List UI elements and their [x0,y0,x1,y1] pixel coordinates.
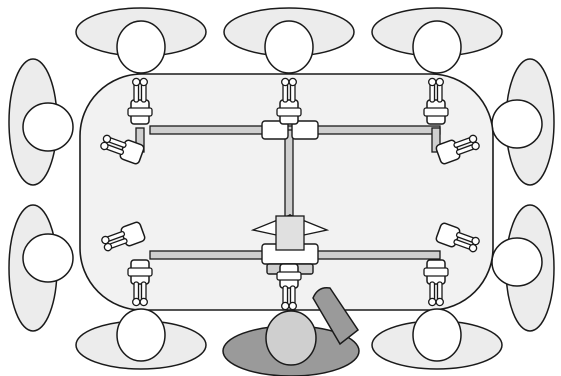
person-top-center [223,7,355,74]
frame-rail-right-post [431,127,441,153]
person-bottom-left [75,308,207,370]
person-top-left [75,7,207,74]
person-right-upper [491,58,555,186]
person-bottom-center-active [222,286,360,376]
raised-arm [312,286,360,346]
person-bottom-right [371,308,503,370]
person-left-upper [8,58,74,186]
person-top-right [371,7,503,74]
person-right-lower [491,204,555,332]
center-speaker-unit [250,214,330,251]
person-left-lower [8,204,74,332]
